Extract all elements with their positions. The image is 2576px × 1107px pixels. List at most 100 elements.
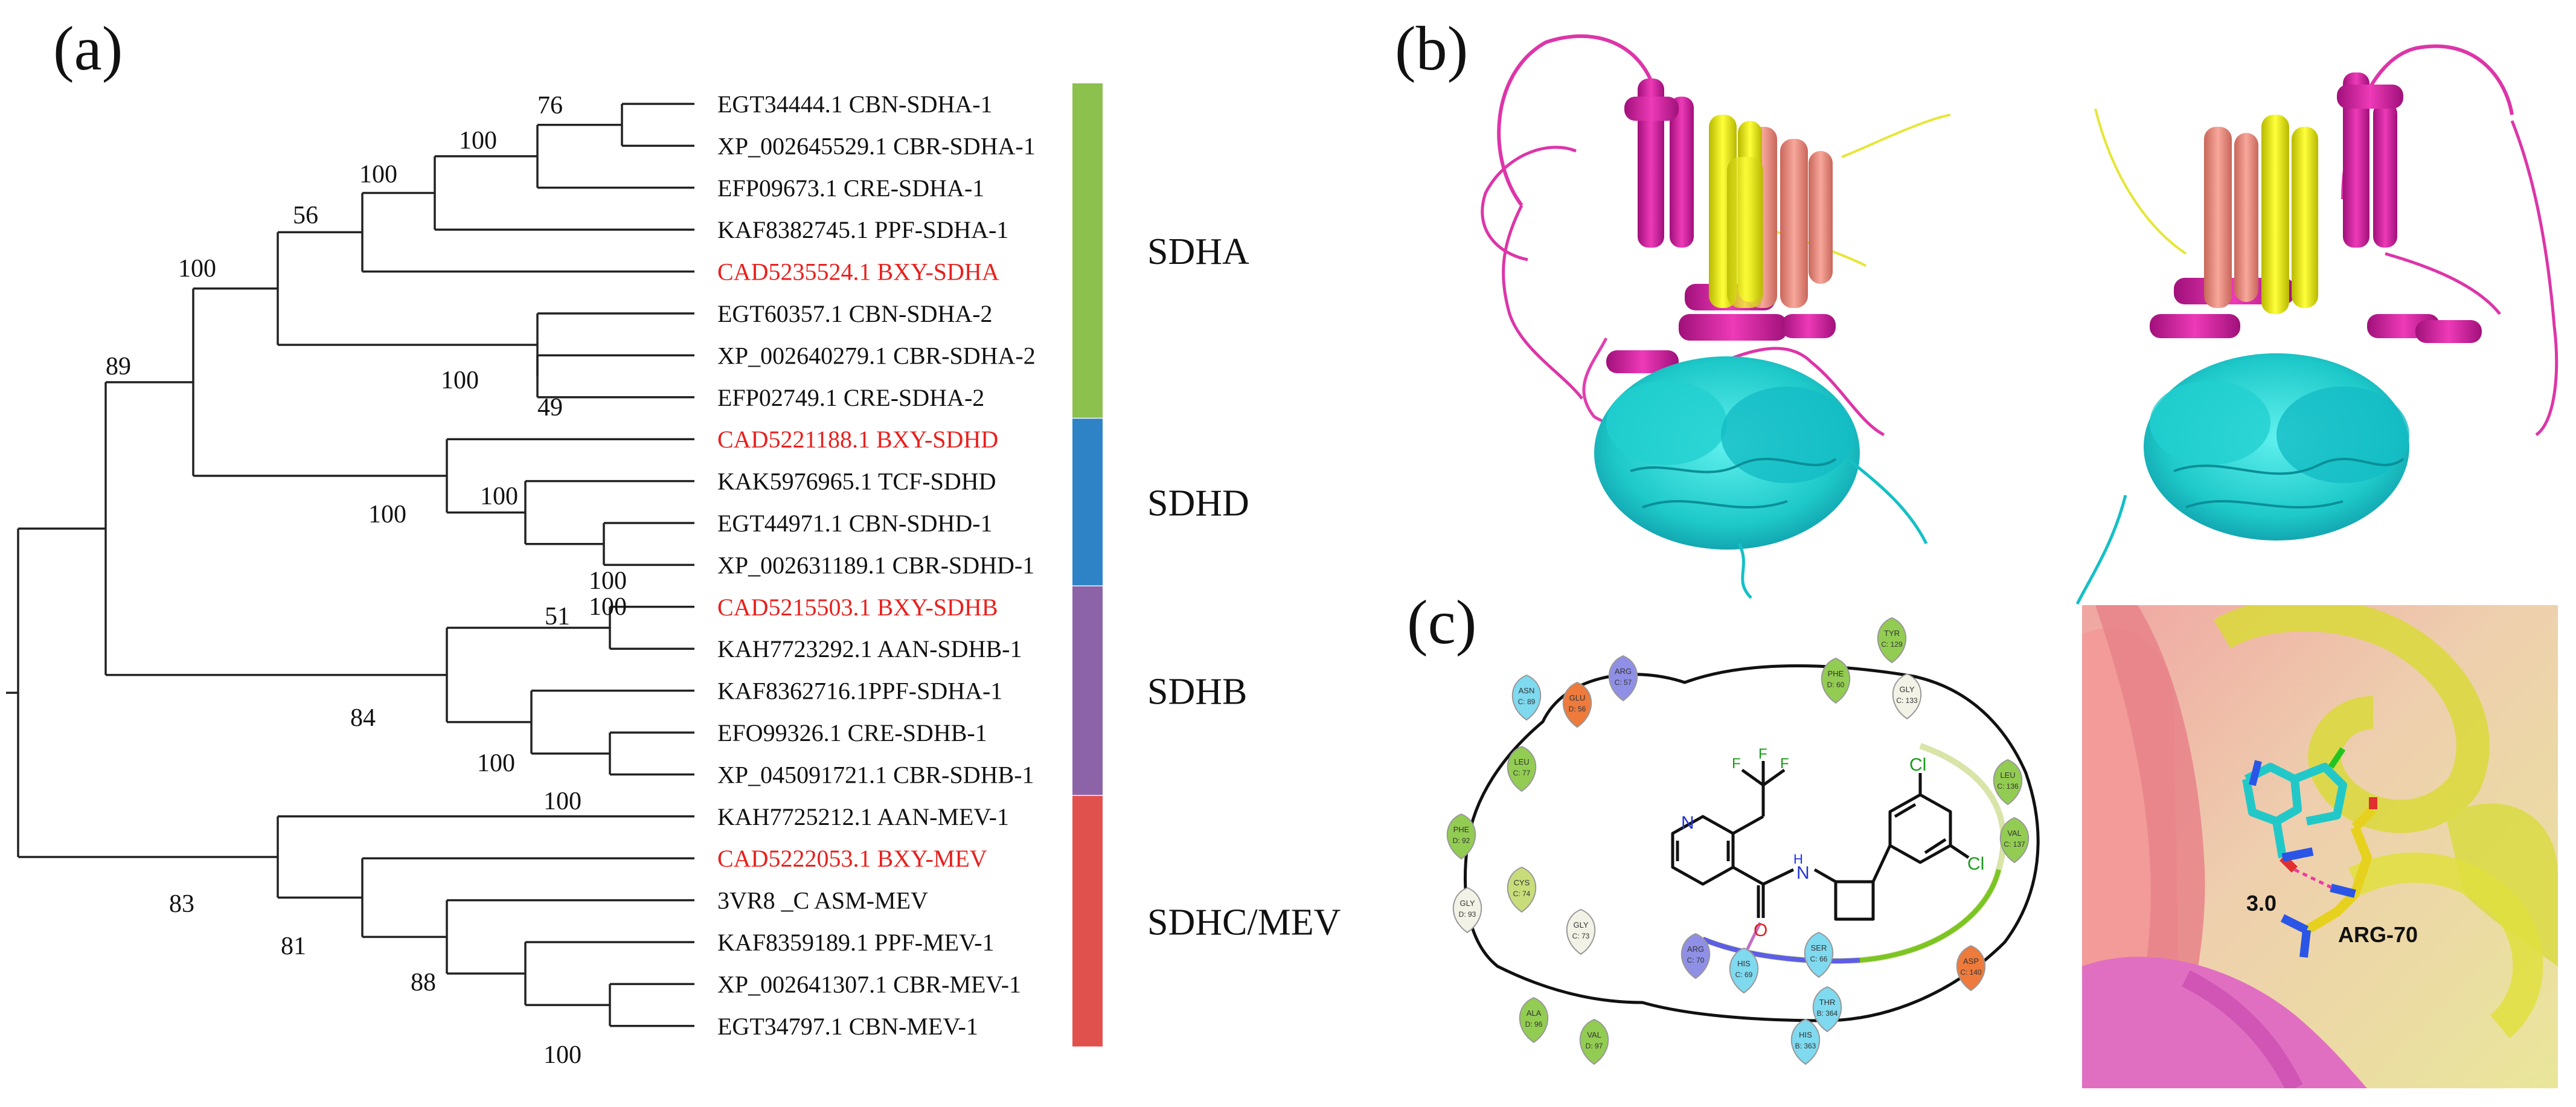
pocket-outline — [1464, 664, 2040, 1022]
panel-label-a: (a) — [53, 14, 123, 83]
residue-id: D: 60 — [1827, 681, 1845, 689]
atom-cl-2: Cl — [1967, 854, 1984, 874]
residue-name: HIS — [1799, 1030, 1812, 1039]
leaf-label: CAD5222053.1 BXY-MEV — [717, 845, 987, 872]
arg70-sticks — [2280, 797, 2377, 958]
leaf-label: EFO99326.1 CRE-SDHB-1 — [717, 719, 987, 746]
leaf-label: KAF8362716.1PPF-SDHA-1 — [717, 678, 1002, 705]
residue-name: GLY — [1459, 899, 1475, 908]
bootstrap-value: 100 — [368, 501, 406, 528]
residue-marker: PHE D: 92 — [1446, 813, 1476, 860]
arg70-label: ARG-70 — [2338, 922, 2418, 947]
residue-name: ARG — [1687, 945, 1704, 954]
residue-marker: HIS C: 69 — [1729, 947, 1759, 994]
yellow-helix-group — [1709, 115, 1763, 308]
bootstrap-value: 100 — [178, 255, 216, 283]
residue-id: D: 56 — [1569, 705, 1586, 713]
tree-branches — [6, 103, 694, 1027]
clade-bar — [1072, 419, 1103, 586]
leaf-label: KAH7725212.1 AAN-MEV-1 — [717, 803, 1009, 830]
atom-n-pyridine: N — [1681, 813, 1694, 833]
residue-marker: VAL C: 137 — [1999, 817, 2030, 864]
clade-bar — [1072, 586, 1103, 795]
protein-structure-back-view — [2075, 44, 2558, 605]
panel-label-b: (b) — [1395, 14, 1468, 83]
residue-name: VAL — [2007, 829, 2022, 838]
leaf-label: KAH7723292.1 AAN-SDHB-1 — [717, 635, 1022, 663]
residue-id: C: 70 — [1687, 956, 1705, 964]
residue-marker: ARG C: 70 — [1680, 932, 1711, 980]
leaf-label: XP_002640279.1 CBR-SDHA-2 — [717, 342, 1036, 369]
residue-id: B: 363 — [1795, 1042, 1816, 1050]
clade-bar — [1072, 795, 1103, 1047]
bootstrap-value: 56 — [293, 202, 318, 229]
bootstrap-value: 100 — [477, 749, 515, 777]
residue-name: PHE — [1453, 825, 1470, 834]
leaf-label: EGT34444.1 CBN-SDHA-1 — [717, 91, 993, 118]
leaf-label: KAK5976965.1 TCF-SDHD — [717, 468, 996, 495]
atom-o-carbonyl: O — [1754, 920, 1767, 940]
protein-structure-front-view — [1481, 34, 1951, 599]
tree-leaves: EGT34444.1 CBN-SDHA-1XP_002645529.1 CBR-… — [717, 91, 1036, 1040]
residue-id: D: 97 — [1586, 1042, 1603, 1050]
clade-label: SDHD — [1147, 483, 1249, 524]
bootstrap-value: 51 — [545, 603, 570, 631]
clade-label: SDHA — [1147, 231, 1249, 272]
residue-name: ASN — [1519, 686, 1535, 695]
leaf-label: CAD5215503.1 BXY-SDHB — [717, 594, 998, 621]
residue-name: LEU — [2000, 771, 2015, 780]
yellow-helix-group-right — [2261, 115, 2318, 314]
residue-id: B: 364 — [1817, 1009, 1838, 1018]
bootstrap-value: 100 — [359, 161, 397, 188]
bootstrap-value: 84 — [350, 704, 376, 732]
bootstrap-value: 88 — [411, 969, 436, 996]
residue-name: TYR — [1884, 629, 1900, 638]
leaf-label: EGT60357.1 CBN-SDHA-2 — [717, 300, 993, 327]
residue-id: C: 57 — [1615, 678, 1632, 687]
atom-cl-1: Cl — [1909, 755, 1926, 775]
bootstrap-value: 83 — [169, 890, 194, 918]
atom-f-1: F — [1732, 756, 1741, 772]
residue-id: C: 66 — [1810, 955, 1828, 963]
residue-id: C: 69 — [1735, 971, 1753, 979]
leaf-label: EGT34797.1 CBN-MEV-1 — [717, 1013, 978, 1040]
residue-name: HIS — [1737, 959, 1751, 968]
residue-name: GLY — [1899, 685, 1914, 694]
residue-name: ALA — [1527, 1009, 1542, 1018]
residue-marker: HIS B: 363 — [1790, 1018, 1821, 1065]
leaf-label: KAF8359189.1 PPF-MEV-1 — [717, 929, 995, 956]
bootstrap-value: 100 — [589, 567, 627, 595]
leaf-label: EFP09673.1 CRE-SDHA-1 — [717, 175, 984, 202]
ligand-structure: N F F F H N O Cl Cl — [1671, 746, 1984, 967]
residue-id: C: 74 — [1513, 890, 1531, 898]
bootstrap-value: 100 — [459, 127, 497, 155]
bootstrap-value: 100 — [480, 483, 518, 510]
bootstrap-value: 89 — [106, 353, 131, 380]
clade-label: SDHB — [1147, 672, 1247, 713]
leaf-label: CAD5235524.1 BXY-SDHA — [717, 258, 999, 286]
bootstrap-value: 100 — [589, 593, 627, 621]
residue-id: C: 137 — [2004, 840, 2025, 849]
atom-h-amide: H — [1793, 852, 1803, 867]
leaf-label: XP_002641307.1 CBR-MEV-1 — [717, 971, 1021, 998]
clade-label: SDHC/MEV — [1147, 902, 1341, 943]
atom-n-amide: N — [1796, 863, 1810, 883]
leaf-label: EFP02749.1 CRE-SDHA-2 — [717, 384, 984, 411]
residue-id: D: 92 — [1453, 836, 1470, 845]
residue-id: D: 93 — [1459, 910, 1476, 919]
leaf-label: XP_002645529.1 CBR-SDHA-1 — [717, 132, 1036, 159]
residue-marker: GLY D: 93 — [1452, 887, 1482, 934]
